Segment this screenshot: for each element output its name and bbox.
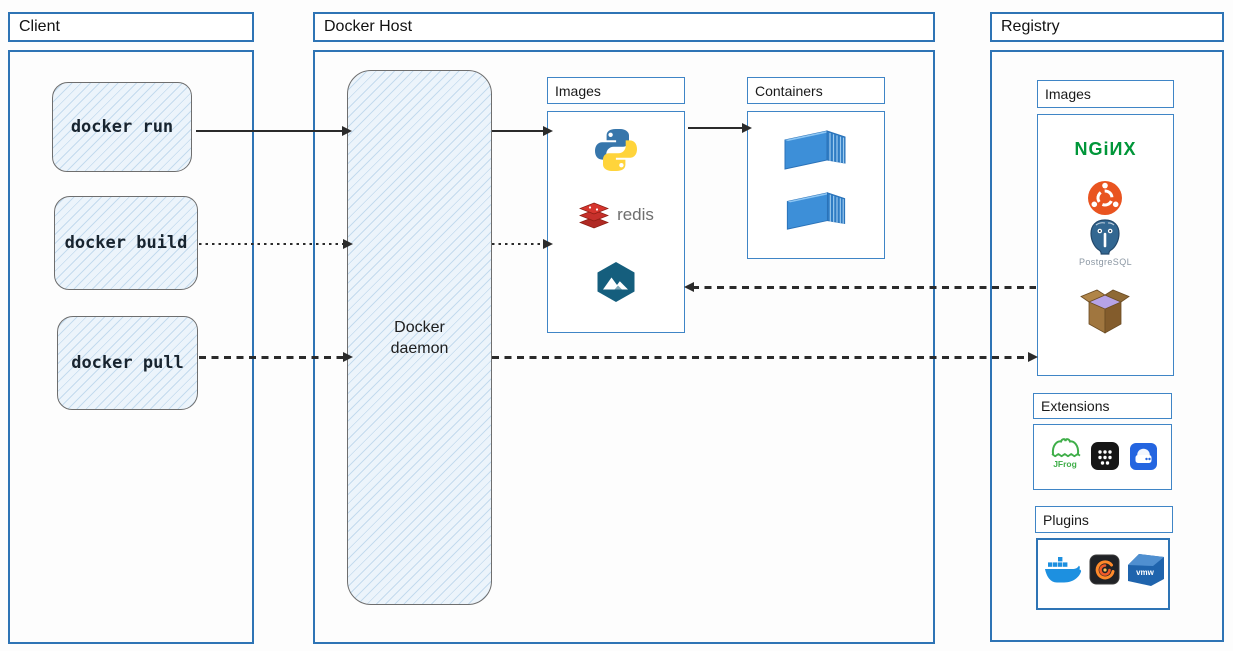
containers-title-label: Containers — [755, 82, 823, 99]
docker-build-box: docker build — [54, 196, 198, 290]
registry-frame-body — [990, 50, 1224, 642]
docker-daemon-label: Docker daemon — [390, 318, 449, 357]
client-frame-body — [8, 50, 254, 644]
docker-run-label: docker run — [70, 117, 174, 137]
vmware-icon: vmw — [1128, 554, 1164, 586]
docker-build-label: docker build — [64, 233, 188, 253]
python-icon — [595, 129, 637, 171]
disk-usage-icon — [1130, 443, 1157, 470]
redis-label: redis — [617, 205, 654, 224]
plugins-panel-title: Plugins — [1035, 506, 1173, 533]
arrow-daemon-to-registry — [492, 352, 1038, 362]
plugins-title-label: Plugins — [1043, 511, 1089, 528]
client-frame-title: Client — [8, 12, 254, 42]
container-icon — [786, 192, 846, 230]
jfrog-icon — [1051, 438, 1081, 458]
registry-images-panel-title: Images — [1037, 80, 1174, 108]
registry-images-title-label: Images — [1045, 86, 1091, 102]
docker-daemon-box: Docker daemon — [347, 70, 492, 605]
jfrog-label: JFrog — [1053, 459, 1077, 469]
postgresql-icon — [1090, 219, 1120, 255]
apps-grid-icon — [1091, 442, 1119, 470]
registry-frame-title: Registry — [990, 12, 1224, 42]
postgresql-label: PostgreSQL — [1078, 257, 1133, 267]
container-icon — [784, 130, 846, 170]
redis-icon — [579, 202, 610, 229]
arrow-run-to-daemon — [196, 126, 352, 136]
host-images-title-label: Images — [555, 82, 601, 99]
docker-host-title-label: Docker Host — [324, 18, 413, 35]
registry-title-label: Registry — [1001, 18, 1060, 35]
docker-host-frame-title: Docker Host — [313, 12, 935, 42]
arrow-pull-to-daemon — [199, 352, 353, 362]
client-title-label: Client — [19, 18, 60, 35]
vmware-label: vmw — [1136, 568, 1155, 577]
docker-pull-box: docker pull — [57, 316, 198, 410]
extensions-title-label: Extensions — [1041, 398, 1110, 414]
docker-pull-label: docker pull — [71, 353, 184, 373]
grafana-icon — [1089, 554, 1120, 585]
busybox-icon — [1080, 289, 1130, 334]
jfrog-extension: JFrog — [1046, 436, 1084, 469]
containers-panel-title: Containers — [747, 77, 885, 104]
docker-run-box: docker run — [52, 82, 192, 172]
arrow-registry-to-images — [684, 282, 1036, 292]
arrow-images-to-containers — [688, 123, 752, 133]
extensions-panel-title: Extensions — [1033, 393, 1172, 419]
nginx-icon: NGiИX — [1074, 139, 1137, 159]
ubuntu-icon — [1088, 181, 1122, 215]
arrow-daemon-to-images-solid — [492, 126, 553, 136]
arrow-daemon-to-images-dotted — [492, 239, 553, 249]
host-images-panel-title: Images — [547, 77, 685, 104]
docker-host-frame-body — [313, 50, 935, 644]
redis-image-row: redis — [547, 200, 685, 230]
docker-whale-icon — [1045, 557, 1082, 583]
alpine-icon — [597, 262, 635, 302]
arrow-build-to-daemon — [199, 239, 353, 249]
